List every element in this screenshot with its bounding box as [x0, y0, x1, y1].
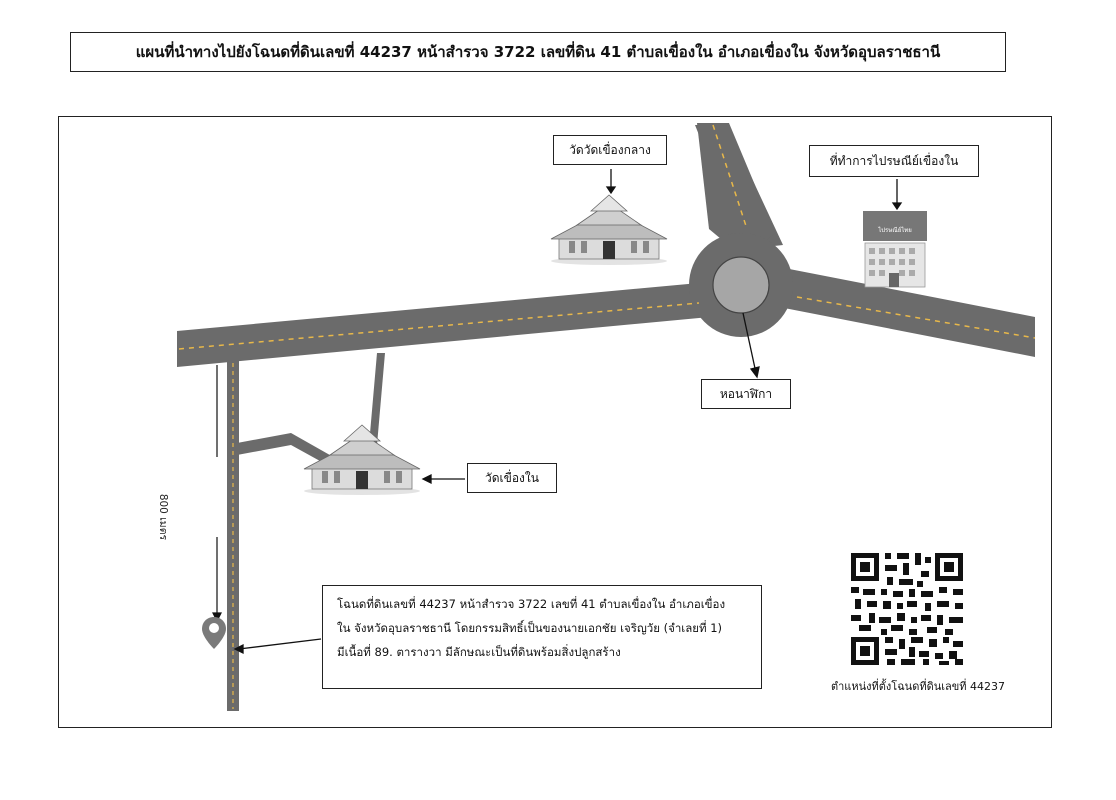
thai-temple-icon — [303, 424, 421, 495]
post-sign: ไปรษณีย์ไทย — [877, 226, 912, 234]
arrow-clock-tower — [742, 312, 757, 374]
roundabout-island — [712, 256, 770, 314]
qr-caption: ตำแหน่งที่ตั้งโฉนดที่ดินเลขที่ 44237 — [830, 680, 1006, 693]
land-plot-info: โฉนดที่ดินเลขที่ 44237 หน้าสำรวจ 3722 เล… — [322, 585, 762, 689]
map-frame: ไปรษณีย์ไทย — [58, 116, 1052, 728]
post-office-building-icon: ไปรษณีย์ไทย — [863, 211, 927, 288]
main-road-centerline — [178, 302, 700, 350]
distance-measure — [212, 365, 222, 623]
distance-label: 800 เมตร — [157, 493, 169, 541]
info-line-1: โฉนดที่ดินเลขที่ 44237 หน้าสำรวจ 3722 เล… — [337, 597, 726, 611]
main-road-west — [177, 283, 731, 367]
pointer-arrows — [233, 169, 903, 655]
temple-khueangnai-label: วัดเขื่องใน — [467, 463, 557, 493]
thai-temple-icon — [550, 194, 668, 265]
arrow-land-plot — [238, 638, 322, 650]
temple-branch-road — [237, 433, 351, 477]
clock-tower-label: หอนาฬิกา — [701, 379, 791, 409]
map-title: แผนที่นำทางไปยังโฉนดที่ดินเลขที่ 44237 ห… — [70, 32, 1006, 72]
post-office-label: ที่ทำการไปรษณีย์เขื่องใน — [809, 145, 979, 177]
info-line-3: มีเนื้อที่ 89. ตารางวา มีลักษณะเป็นที่ดิ… — [337, 645, 621, 659]
map-pin-icon — [202, 617, 226, 649]
north-road-body — [697, 123, 775, 259]
east-road-centerline — [796, 296, 1036, 339]
road-network — [177, 123, 1036, 711]
info-line-2: ใน จังหวัดอุบลราชธานี โดยกรรมสิทธิ์เป็นข… — [337, 621, 723, 635]
east-road — [779, 267, 1035, 357]
north-road-centerline — [712, 124, 748, 230]
temple-central-label: วัดวัดเขื่องกลาง — [553, 135, 667, 165]
qr-code — [851, 553, 963, 665]
temple-north-lane — [369, 353, 385, 445]
map-canvas: ไปรษณีย์ไทย — [177, 123, 1036, 711]
